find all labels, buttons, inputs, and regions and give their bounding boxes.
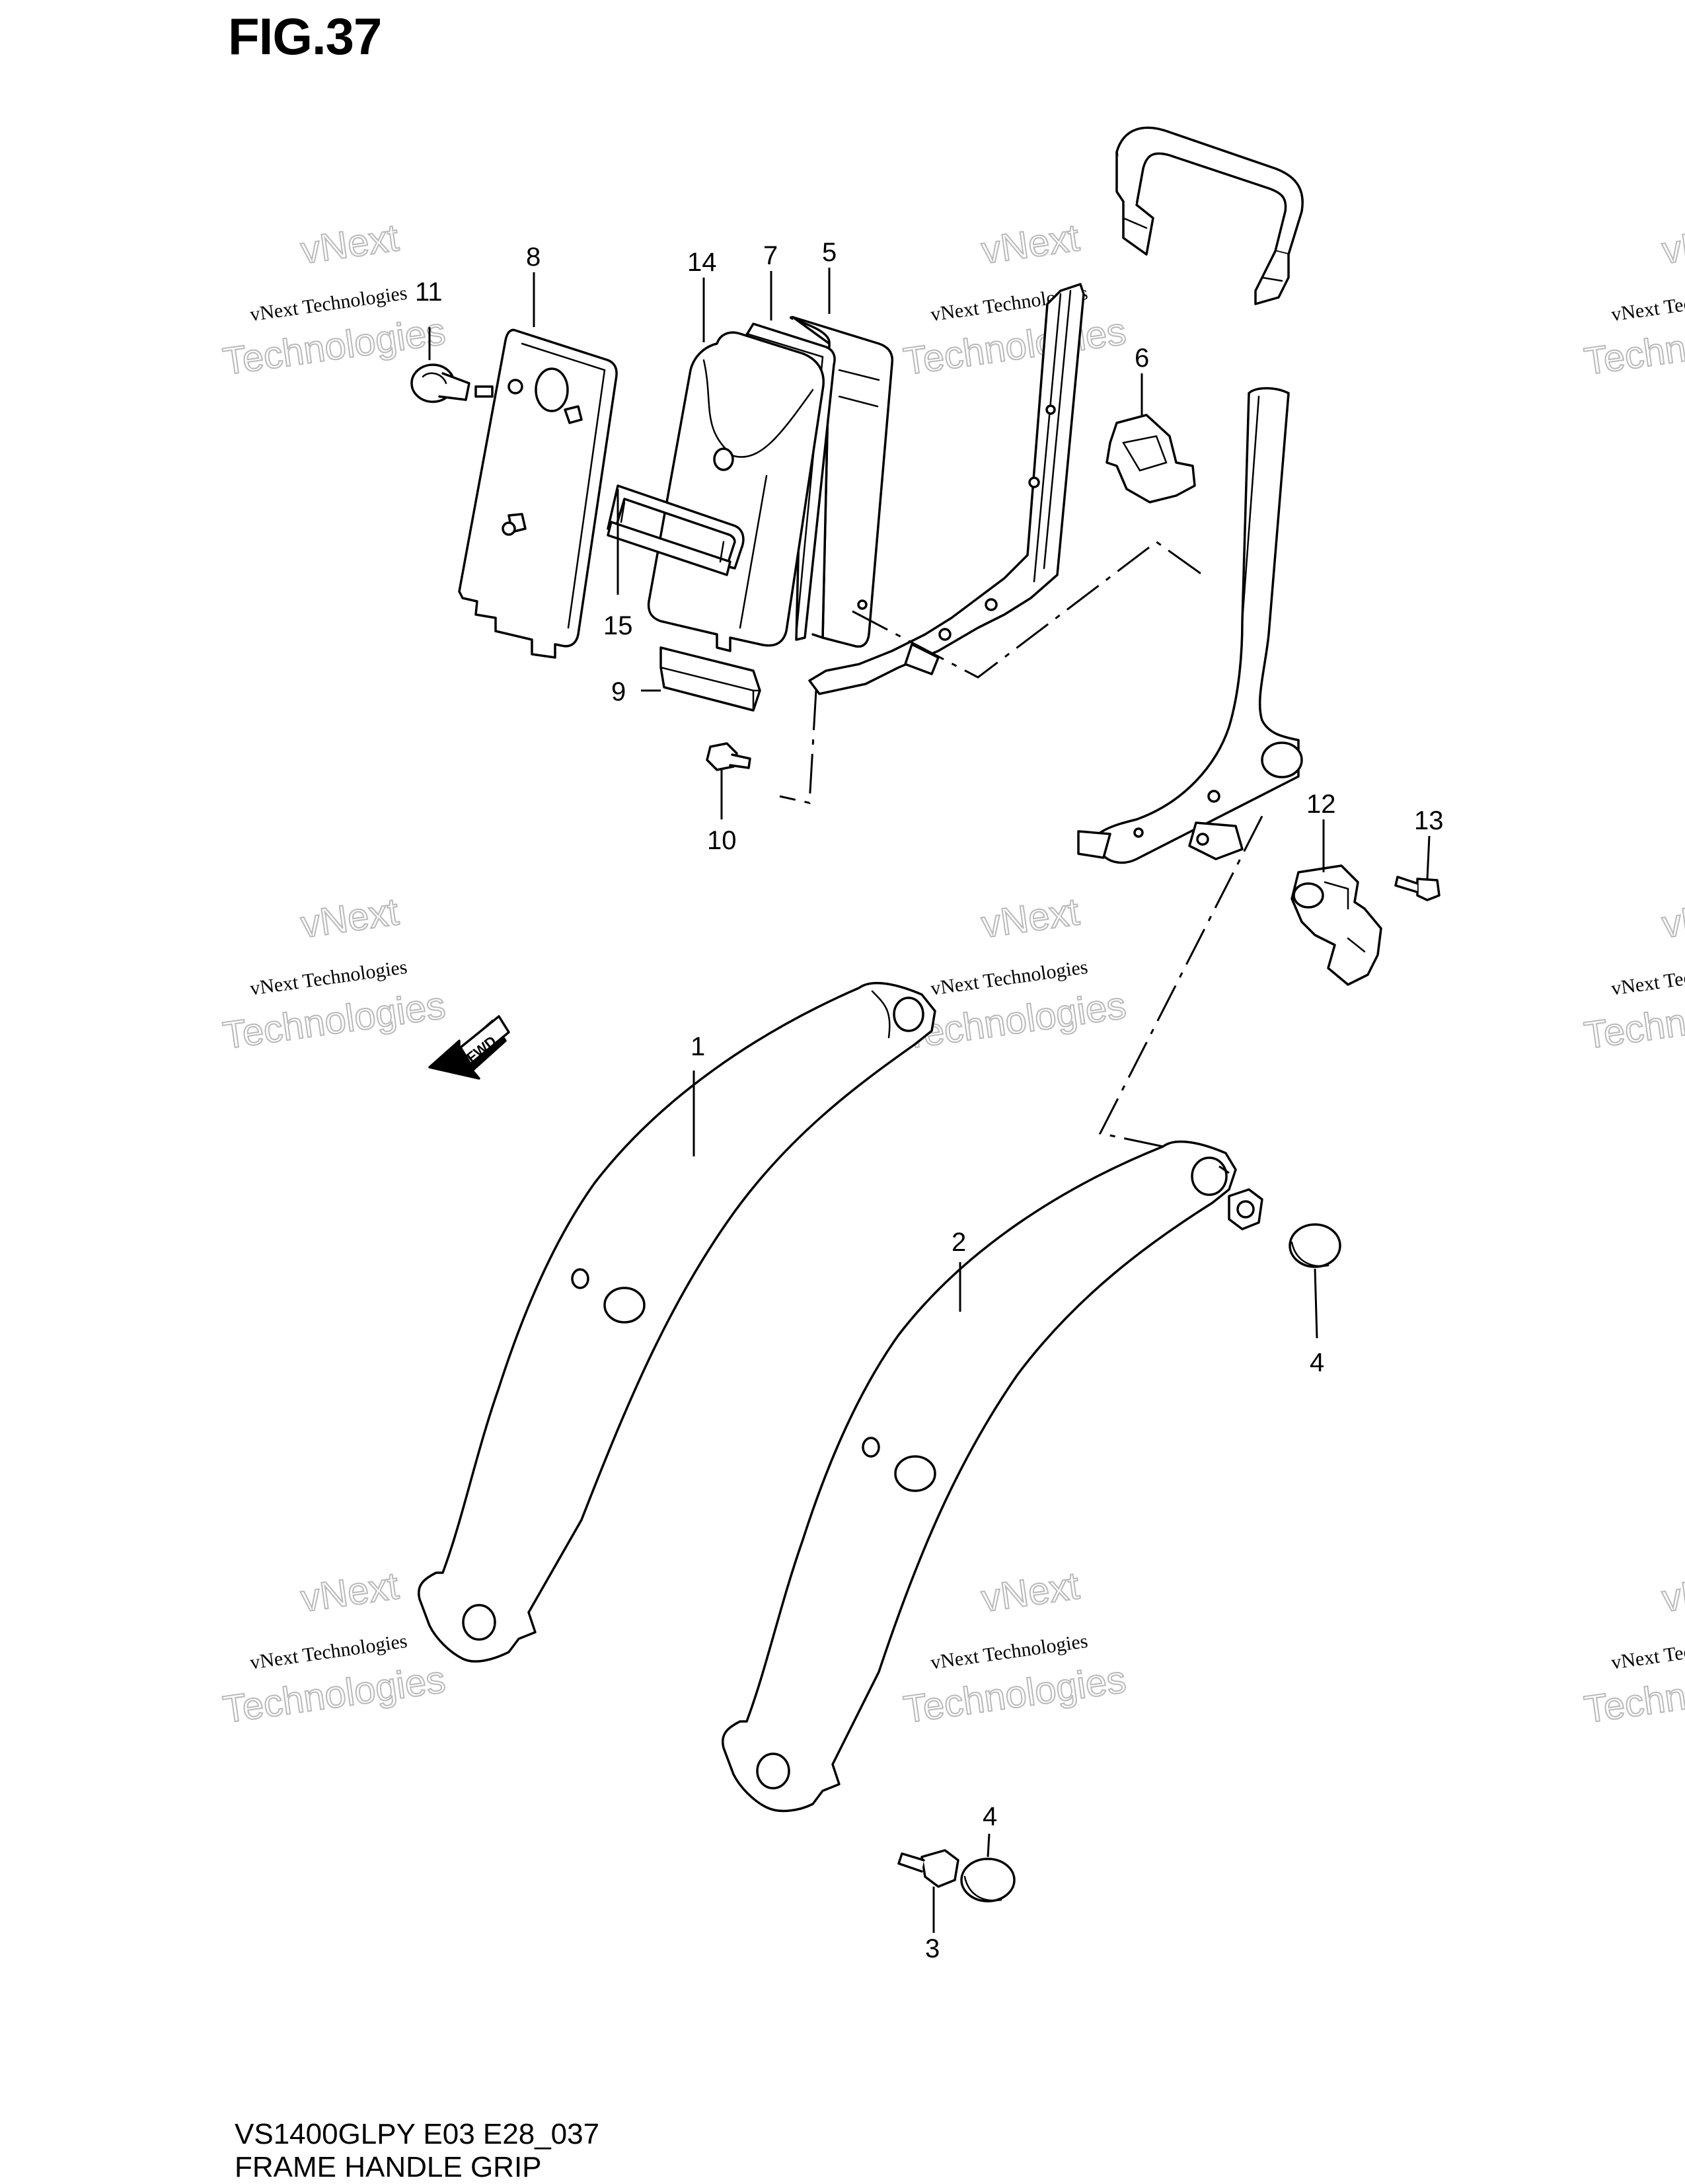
watermark-big-9: vNext	[979, 890, 1082, 946]
watermark-big-17: vNext	[1659, 1564, 1685, 1620]
model-code: VS1400GLPY E03 E28_037	[235, 2118, 600, 2150]
figure-caption: FRAME HANDLE GRIP	[235, 2151, 542, 2183]
nut-part	[1228, 1188, 1263, 1230]
callout-11: 11	[415, 278, 443, 307]
part-14-bag	[647, 331, 825, 652]
watermark-top-left: vNext vNext Technologies Technologies	[220, 215, 449, 384]
watermark-mid-left: vNext vNext Technologies Technologies	[220, 889, 449, 1058]
sissy-bar-upright	[1077, 387, 1303, 864]
watermark-big-15: vNext	[979, 1564, 1082, 1620]
watermark-big-11: vNext	[1659, 890, 1685, 946]
callout-1: 1	[691, 1032, 705, 1061]
bracket-frame	[808, 283, 1085, 695]
leader-lines	[428, 268, 1431, 1933]
callout-12: 12	[1306, 790, 1336, 819]
callout-10: 10	[707, 826, 737, 855]
part-12-latch	[1291, 864, 1382, 986]
part-6-clip	[1105, 414, 1196, 504]
part-11-knob	[410, 363, 494, 403]
callout-5: 5	[822, 238, 837, 267]
callout-4-upper: 4	[1310, 1348, 1324, 1377]
callout-15: 15	[603, 611, 633, 640]
part-2-frame-rail	[722, 1140, 1237, 1813]
part-15-strap	[607, 484, 745, 576]
part-3-bolt	[897, 1849, 959, 1888]
watermark-small-9: vNext Technologies	[1610, 1630, 1685, 1674]
part-13-screw	[1394, 876, 1441, 901]
part-4-cap-upper	[1289, 1223, 1341, 1268]
callout-2: 2	[952, 1228, 966, 1257]
part-10-bolt	[706, 742, 751, 771]
part-8-mounting-plate	[458, 328, 618, 659]
watermark-group: vNext vNext Technologies Technologies vN…	[220, 215, 1685, 1732]
watermark-big-13: vNext	[298, 1564, 401, 1620]
watermark-mid-right: vNext vNext Technologies Technologies	[1581, 889, 1685, 1058]
watermark-small-3: vNext Technologies	[1610, 282, 1685, 326]
callout-8: 8	[526, 243, 541, 272]
part-1-frame-rail	[418, 981, 936, 1663]
callout-labels: 1 2 3 4 4 5 6 7 8 9 10 11 12 13 14 15	[415, 238, 1444, 1963]
figure-title: FIG.37	[228, 7, 382, 65]
callout-9: 9	[611, 677, 626, 706]
part-4-cap-lower	[960, 1858, 1016, 1902]
watermark-big-1: vNext	[298, 216, 401, 272]
callout-4-lower: 4	[983, 1802, 997, 1831]
watermark-bottom-right: vNext vNext Technologies Technologies	[1581, 1563, 1685, 1732]
watermark-bottom-center: vNext vNext Technologies Technologies	[901, 1563, 1129, 1732]
callout-13: 13	[1414, 806, 1444, 835]
watermark-top-right: vNext vNext Technologies Technologies	[1581, 215, 1685, 384]
watermark-big-3: vNext	[979, 216, 1082, 272]
callout-3: 3	[925, 1934, 940, 1963]
watermark-top-center: vNext vNext Technologies Technologies	[901, 215, 1129, 384]
assembly-lines	[779, 541, 1263, 1174]
grab-handle-part	[1115, 126, 1304, 305]
callout-6: 6	[1135, 344, 1149, 373]
part-9-pad	[659, 646, 761, 712]
callout-7: 7	[763, 241, 778, 270]
watermark-small-6: vNext Technologies	[1610, 956, 1685, 1000]
watermark-bottom-left: vNext vNext Technologies Technologies	[220, 1563, 449, 1732]
watermark-big-7: vNext	[298, 890, 401, 946]
callout-14: 14	[687, 248, 717, 277]
watermark-big-5: vNext	[1659, 216, 1685, 272]
